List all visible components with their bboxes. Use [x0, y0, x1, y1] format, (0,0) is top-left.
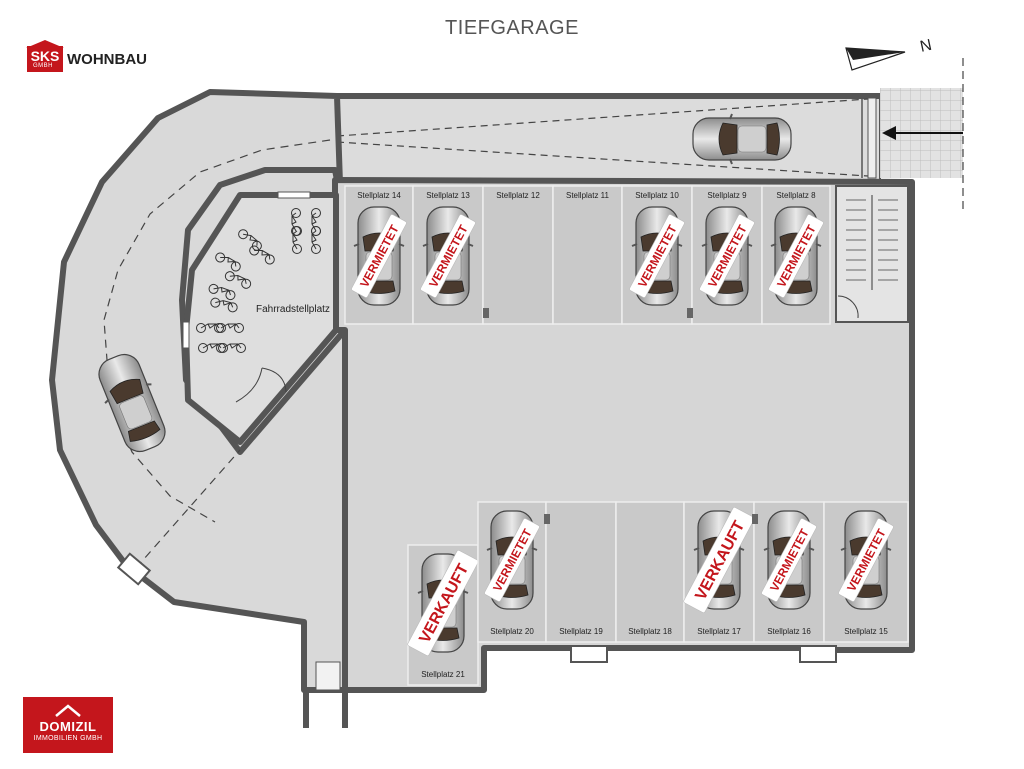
window-lower-1 — [570, 645, 608, 663]
parking-space-label: Stellplatz 15 — [844, 627, 888, 636]
pillar — [483, 308, 489, 318]
exit-door — [315, 661, 341, 691]
bicycle-icons — [196, 208, 321, 353]
parking-space: Stellplatz 12 — [482, 185, 554, 325]
parking-space-area — [545, 501, 617, 643]
north-arrow-icon: N — [845, 37, 934, 71]
parking-space-label: Stellplatz 14 — [357, 191, 401, 200]
bike-area-label: Fahrradstellplatz — [256, 304, 330, 315]
page-title: TIEFGARAGE — [445, 17, 579, 39]
parking-space-label: Stellplatz 21 — [421, 670, 465, 679]
entrance-gate — [867, 97, 877, 179]
bicycle-icon — [218, 343, 246, 353]
bicycle-icon — [208, 283, 236, 301]
bicycle-icon — [210, 297, 238, 313]
bicycle-icon — [215, 252, 241, 272]
bicycle-icon — [224, 271, 252, 289]
parking-space-label: Stellplatz 17 — [697, 627, 741, 636]
north-label: N — [919, 37, 934, 56]
parking-space-label: Stellplatz 19 — [559, 627, 603, 636]
entry-arrow-icon — [882, 126, 963, 140]
parking-space-label: Stellplatz 11 — [566, 191, 610, 200]
pillar — [544, 514, 550, 524]
parking-space-label: Stellplatz 12 — [496, 191, 540, 200]
staircase — [835, 185, 909, 323]
parking-space-label: Stellplatz 9 — [707, 191, 747, 200]
pillar — [687, 308, 693, 318]
parking-space-label: Stellplatz 18 — [628, 627, 672, 636]
parking-space-label: Stellplatz 8 — [776, 191, 816, 200]
parking-space-label: Stellplatz 16 — [767, 627, 811, 636]
parking-space-area — [615, 501, 685, 643]
bicycle-icon — [238, 229, 262, 251]
bicycle-icon — [292, 226, 302, 254]
entrance-ramp — [336, 95, 881, 181]
bicycle-icon — [216, 323, 244, 333]
sks-wordmark: WOHNBAU — [67, 51, 147, 68]
parking-space-label: Stellplatz 10 — [635, 191, 679, 200]
window-lower-2 — [799, 645, 837, 663]
parking-space-area — [552, 185, 623, 325]
parking-space: Stellplatz 11 — [552, 185, 623, 325]
parking-space: Stellplatz 19 — [545, 501, 617, 643]
parking-space-label: Stellplatz 13 — [426, 191, 470, 200]
bike-room — [183, 192, 339, 445]
parking-space: Stellplatz 18 — [615, 501, 685, 643]
pillar — [752, 514, 758, 524]
domizil-subtitle: IMMOBILIEN GMBH — [33, 735, 103, 742]
bicycle-icon — [249, 245, 275, 265]
domizil-name: DOMIZIL — [39, 719, 97, 734]
bicycle-icon — [311, 226, 321, 254]
parking-space-area — [482, 185, 554, 325]
domizil-logo: DOMIZIL IMMOBILIEN GMBH — [23, 697, 113, 753]
house-icon — [55, 704, 81, 717]
sks-badge: SKS — [27, 46, 63, 72]
parking-space-label: Stellplatz 20 — [490, 627, 534, 636]
car-on-ramp — [692, 113, 792, 165]
ramp-door — [116, 552, 152, 586]
sks-gmbh: GMBH — [33, 63, 53, 69]
